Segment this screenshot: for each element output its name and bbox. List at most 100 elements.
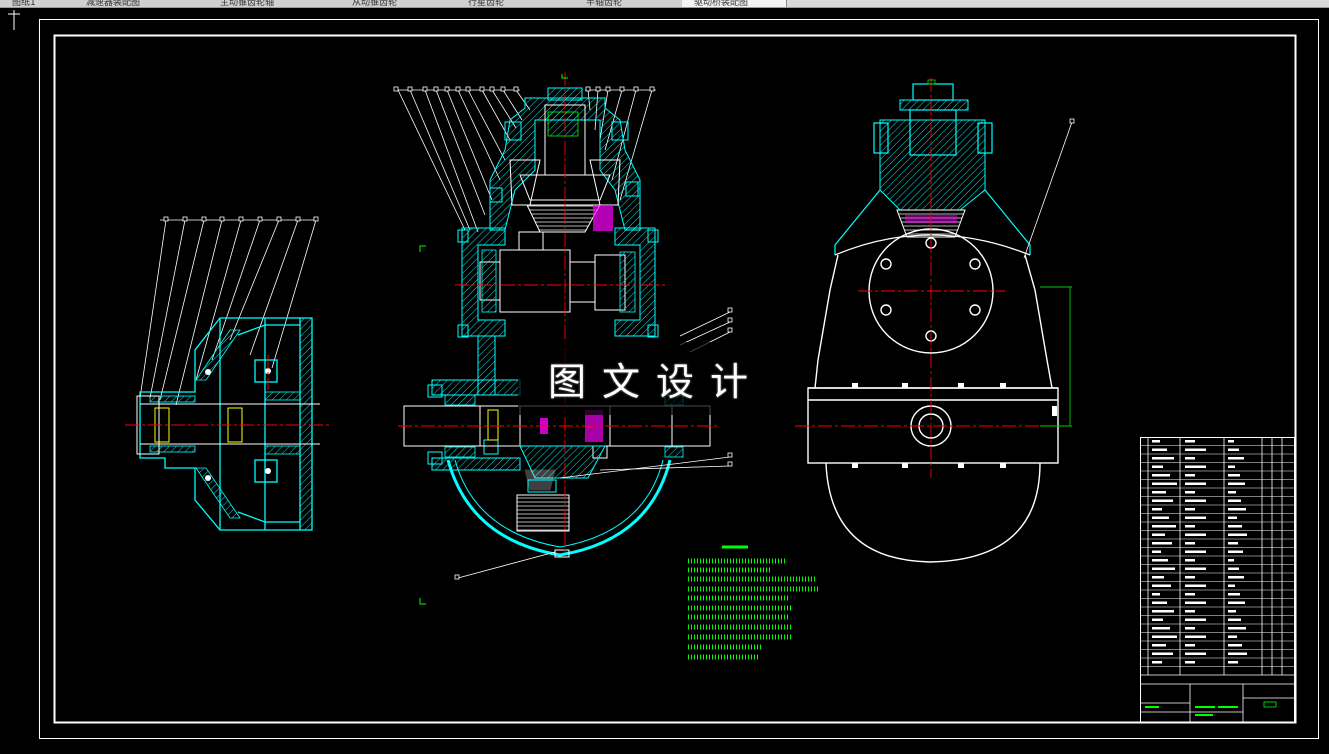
bom-cell-glyph bbox=[1185, 627, 1195, 630]
bom-cell-glyph bbox=[1228, 474, 1240, 477]
bom-cell-glyph bbox=[1228, 652, 1247, 655]
file-tab-6-label: 半轴齿轮 bbox=[586, 0, 623, 8]
file-tab-7-label: 驱动桥装配图 bbox=[694, 0, 749, 8]
bom-cell-glyph bbox=[1228, 644, 1242, 647]
bom-cell-glyph bbox=[1152, 618, 1163, 621]
bom-cell-glyph bbox=[1228, 533, 1247, 536]
bom-cell-glyph bbox=[1228, 491, 1236, 494]
bom-cell-glyph bbox=[1185, 550, 1206, 553]
bom-cell-glyph bbox=[1185, 559, 1195, 562]
bom-cell-glyph bbox=[1228, 525, 1242, 528]
bom-cell-glyph bbox=[1185, 465, 1206, 468]
file-tab-3-label: 主动锥齿轮轴 bbox=[220, 0, 275, 8]
bom-cell-glyph bbox=[1185, 610, 1195, 613]
bom-cell-glyph bbox=[1185, 440, 1195, 443]
bom-cell-glyph bbox=[1228, 635, 1237, 638]
bom-cell-glyph bbox=[1185, 635, 1206, 638]
bom-cell-glyph bbox=[1228, 593, 1240, 596]
bom-cell-glyph bbox=[1185, 652, 1206, 655]
right-housing-exterior-view bbox=[795, 78, 1075, 563]
bom-cell-glyph bbox=[1185, 491, 1195, 494]
bom-cell-glyph bbox=[1152, 635, 1177, 638]
file-tab-2-label: 减速器装配图 bbox=[86, 0, 141, 8]
bom-cell-glyph bbox=[1152, 525, 1176, 528]
bom-cell-glyph bbox=[1228, 618, 1241, 621]
bom-cell-glyph bbox=[1152, 482, 1177, 485]
bom-cell-glyph bbox=[1152, 474, 1170, 477]
bom-cell-glyph bbox=[1228, 482, 1245, 485]
bom-cell-glyph bbox=[1152, 491, 1166, 494]
bom-cell-glyph bbox=[1152, 550, 1161, 553]
file-tab-4-label: 从动锥齿轮 bbox=[352, 0, 398, 8]
bom-cell-glyph bbox=[1185, 448, 1206, 451]
parts-list-title-block bbox=[1140, 437, 1295, 723]
bom-cell-glyph bbox=[1185, 482, 1206, 485]
bom-cell-glyph bbox=[1185, 618, 1206, 621]
bom-cell-glyph bbox=[1228, 448, 1239, 451]
bom-cell-glyph bbox=[1185, 584, 1206, 587]
bom-cell-glyph bbox=[1228, 559, 1234, 562]
bom-cell-glyph bbox=[1185, 593, 1195, 596]
bom-cell-glyph bbox=[1152, 559, 1168, 562]
bom-cell-glyph bbox=[1228, 576, 1244, 579]
bom-cell-glyph bbox=[1228, 440, 1234, 443]
bom-cell-glyph bbox=[1228, 567, 1239, 570]
bom-cell-glyph bbox=[1185, 644, 1195, 647]
watermark-overlay: 图文设计 bbox=[518, 342, 794, 415]
bom-cell-glyph bbox=[1152, 593, 1160, 596]
file-tab-1-label: 图纸1 bbox=[12, 0, 36, 8]
bom-cell-glyph bbox=[1185, 567, 1206, 570]
bom-cell-glyph bbox=[1152, 584, 1171, 587]
bom-cell-glyph bbox=[1152, 457, 1174, 460]
bom-cell-glyph bbox=[1228, 550, 1243, 553]
ucs-icon bbox=[8, 10, 20, 30]
bom-cell-glyph bbox=[1185, 525, 1195, 528]
left-hub-section-view bbox=[125, 216, 330, 531]
bom-cell-glyph bbox=[1152, 567, 1175, 570]
bom-cell-glyph bbox=[1152, 542, 1172, 545]
bom-cell-glyph bbox=[1152, 661, 1162, 664]
file-tab-5-label: 行星齿轮 bbox=[468, 0, 505, 8]
bom-cell-glyph bbox=[1185, 499, 1206, 502]
bom-cell-glyph bbox=[1185, 661, 1195, 664]
bom-cell-glyph bbox=[1228, 457, 1244, 460]
bom-cell-glyph bbox=[1152, 610, 1174, 613]
bom-cell-glyph bbox=[1152, 465, 1163, 468]
bom-cell-glyph bbox=[1185, 474, 1195, 477]
watermark-text: 图文设计 bbox=[547, 360, 764, 404]
file-tab-7-active[interactable]: 驱动桥装配图 bbox=[682, 0, 787, 7]
file-tab-bar: 图纸1 减速器装配图 主动锥齿轮轴 从动锥齿轮 行星齿轮 半轴齿轮 驱动桥装配图 bbox=[0, 0, 1329, 8]
bom-cell-glyph bbox=[1228, 542, 1238, 545]
bom-cell-glyph bbox=[1228, 516, 1237, 519]
drawing-frame bbox=[39, 19, 1319, 739]
bom-cell-glyph bbox=[1152, 627, 1170, 630]
bom-cell-glyph bbox=[1228, 627, 1246, 630]
bom-cell-glyph bbox=[1152, 644, 1166, 647]
bom-cell-glyph bbox=[1228, 508, 1246, 511]
bom-cell-glyph bbox=[1152, 533, 1165, 536]
bom-cell-glyph bbox=[1185, 601, 1206, 604]
bom-cell-glyph bbox=[1152, 601, 1167, 604]
bom-cell-glyph bbox=[1228, 601, 1245, 604]
bom-cell-glyph bbox=[1185, 542, 1195, 545]
bom-cell-glyph bbox=[1185, 508, 1195, 511]
bom-cell-glyph bbox=[1185, 576, 1195, 579]
bom-cell-glyph bbox=[1185, 457, 1195, 460]
bom-cell-glyph bbox=[1152, 516, 1169, 519]
bom-cell-glyph bbox=[1228, 499, 1241, 502]
bom-cell-glyph bbox=[1228, 661, 1238, 664]
bom-cell-glyph bbox=[1228, 610, 1236, 613]
bom-cell-glyph bbox=[1228, 465, 1235, 468]
bom-cell-glyph bbox=[1185, 516, 1206, 519]
bom-cell-glyph bbox=[1152, 440, 1160, 443]
technical-notes-block bbox=[688, 545, 818, 660]
bom-cell-glyph bbox=[1152, 652, 1173, 655]
bom-cell-glyph bbox=[1185, 533, 1206, 536]
bom-cell-glyph bbox=[1152, 576, 1164, 579]
bom-cell-glyph bbox=[1152, 508, 1162, 511]
bom-cell-glyph bbox=[1228, 584, 1235, 587]
bom-cell-glyph bbox=[1152, 448, 1167, 451]
bom-cell-glyph bbox=[1152, 499, 1173, 502]
center-reducer-section-view bbox=[393, 72, 733, 605]
